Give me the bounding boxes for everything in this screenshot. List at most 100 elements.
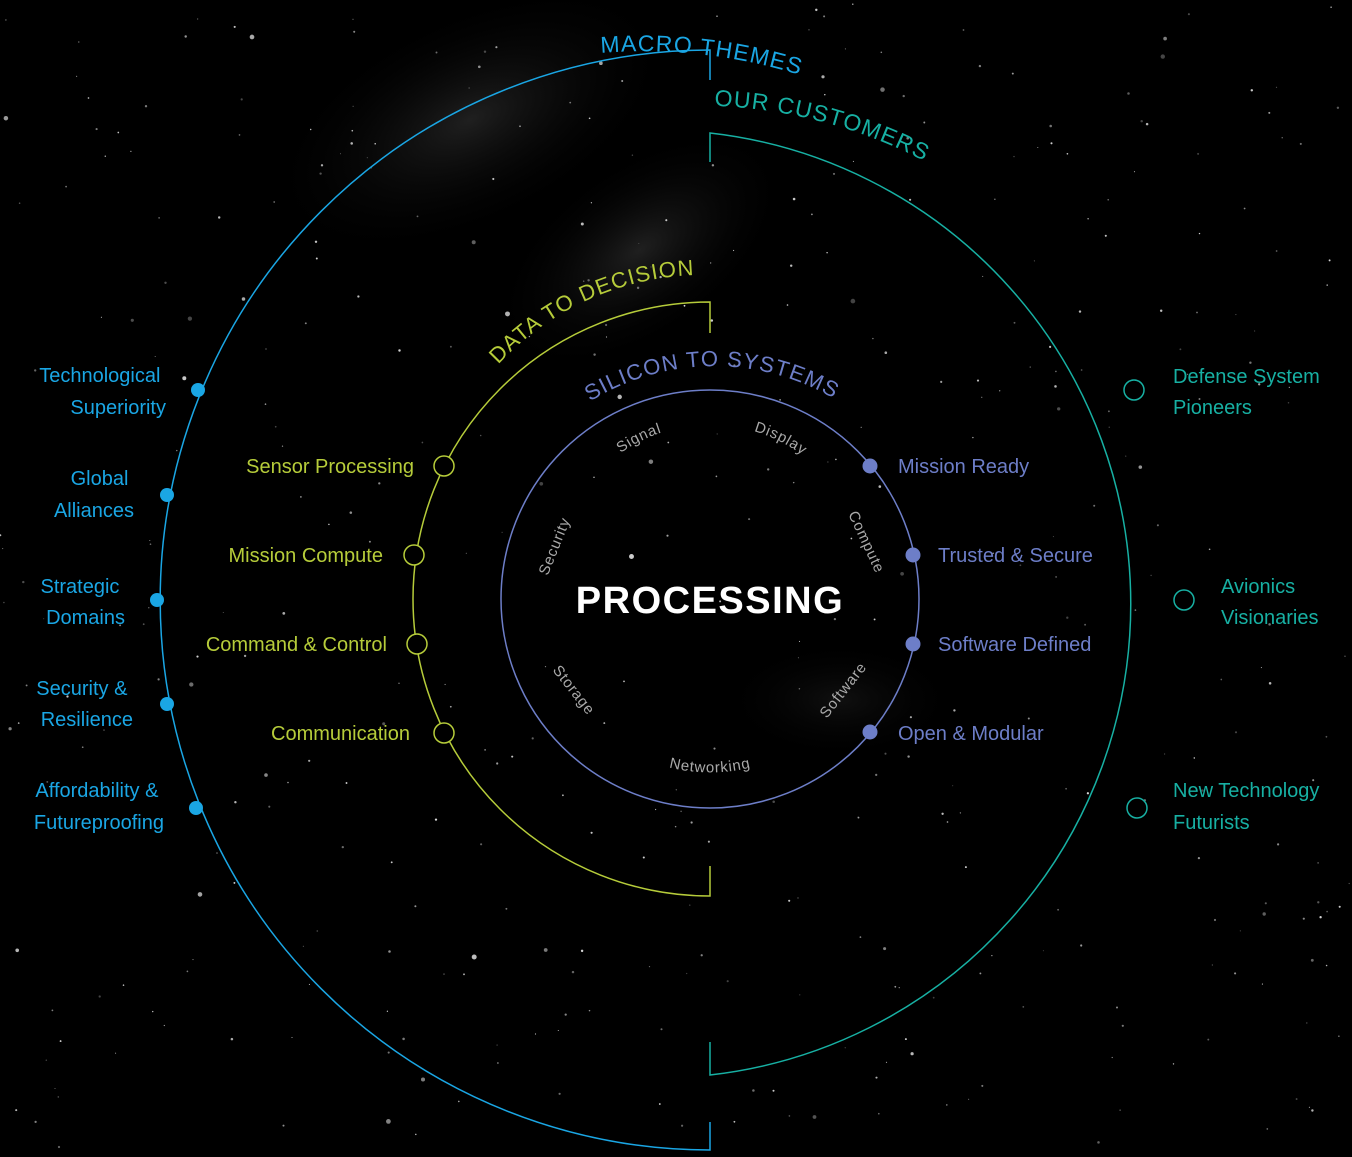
star [192,959,194,961]
star [544,666,547,668]
star [22,580,25,584]
customer-node-new-technology-futurists [1126,797,1148,819]
star [904,1038,907,1041]
star [1338,1035,1340,1037]
star [953,709,956,712]
star [788,899,791,902]
star [420,1077,426,1082]
star [772,1089,775,1092]
star [2,548,4,550]
customer-node-avionics-visionaries [1173,589,1195,611]
decision-node-communication [433,722,455,744]
star [1265,619,1267,621]
customer-item-defense-system-pioneers: Defense System Pioneers [1173,366,1325,419]
star [308,983,310,985]
star [291,1036,293,1039]
star [189,682,194,687]
systems-dot-trusted-secure [905,547,921,563]
macro-dot-security-resilience [160,697,174,711]
star [501,531,503,533]
center-title: PROCESSING [576,580,844,622]
star [315,257,318,260]
star [1239,930,1241,932]
star [883,947,887,951]
star [122,984,125,986]
star [319,172,322,175]
systems-item-trusted-secure: Trusted & Secure [938,545,1093,567]
star [940,380,943,383]
star [1330,6,1332,8]
star [642,856,645,859]
star [1116,1006,1118,1009]
star [287,781,289,784]
star [689,904,691,906]
star [59,1040,62,1043]
star [1266,1128,1269,1130]
star [1275,250,1278,252]
star [850,298,856,304]
star [1235,314,1237,316]
star [357,295,360,298]
star [1264,902,1267,905]
star [1065,787,1067,790]
star [388,950,391,953]
star [894,985,897,988]
silicon-to-systems-circle [500,389,920,809]
star [1179,348,1182,351]
star [115,1052,117,1054]
star [1013,155,1015,158]
star [534,1033,537,1035]
star [34,1120,37,1124]
star [638,243,640,244]
star [1325,735,1328,738]
star [1311,1109,1314,1112]
star [104,155,107,157]
star [238,134,241,136]
star [18,202,21,204]
star [119,624,122,627]
star [186,970,189,973]
systems-dot-mission-ready [862,458,878,474]
data-to-decision-arc [412,301,711,897]
star [268,805,271,808]
star [844,1047,846,1049]
macro-dot-technological-superiority [191,383,205,397]
star [1201,789,1204,792]
star [505,311,510,317]
star [314,240,318,243]
star [798,640,801,642]
star [716,15,718,17]
star [681,1124,684,1127]
star [3,115,9,121]
star [46,780,49,783]
star [909,198,912,201]
star [496,762,499,765]
systems-dot-open-modular [862,724,878,740]
star [387,1051,390,1054]
star [964,866,967,869]
star [994,198,996,200]
star [580,949,584,953]
star [857,816,860,819]
star [3,601,5,604]
star [835,458,837,461]
star [946,821,949,823]
star [1336,106,1340,109]
star [5,19,7,21]
star [484,749,486,751]
star [1213,918,1217,922]
star [495,46,498,49]
star [1108,426,1110,428]
star [981,1084,984,1087]
star [240,98,243,101]
star [1107,199,1109,201]
star [588,1009,591,1012]
star [402,1037,405,1041]
decision-item-sensor-processing: Sensor Processing [246,456,414,478]
star [282,1124,285,1127]
star [1087,218,1089,220]
macro-dot-strategic-domains [150,593,164,607]
star [382,722,386,726]
star [528,335,531,338]
star [1050,142,1053,145]
